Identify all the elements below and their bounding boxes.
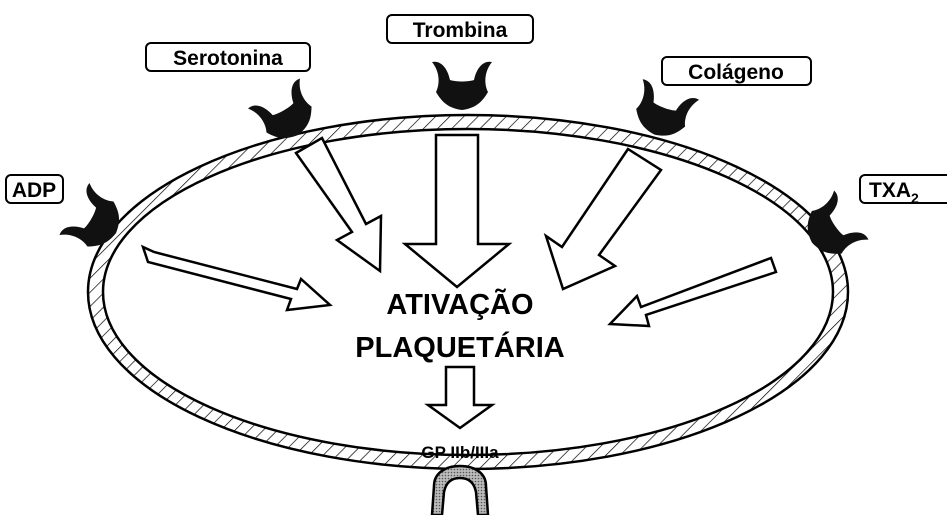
gp-iib-iiia-receptor-icon xyxy=(432,466,488,515)
label-serotonina: Serotonina xyxy=(146,43,310,71)
svg-text:Serotonina: Serotonina xyxy=(173,47,283,70)
receptor-icon-trombina xyxy=(432,62,492,110)
label-txa2: TXA2 xyxy=(860,175,947,206)
label-adp: ADP xyxy=(6,175,63,203)
center-title-line1: ATIVAÇÃO xyxy=(386,287,533,321)
center-title-line2: PLAQUETÁRIA xyxy=(355,330,565,364)
label-trombina: Trombina xyxy=(387,15,533,43)
gp-iib-iiia-label: GP IIb/IIIa xyxy=(421,443,499,462)
svg-text:ADP: ADP xyxy=(12,179,56,202)
svg-text:Colágeno: Colágeno xyxy=(688,61,784,84)
svg-text:Trombina: Trombina xyxy=(413,19,508,42)
label-colageno: Colágeno xyxy=(662,57,811,85)
